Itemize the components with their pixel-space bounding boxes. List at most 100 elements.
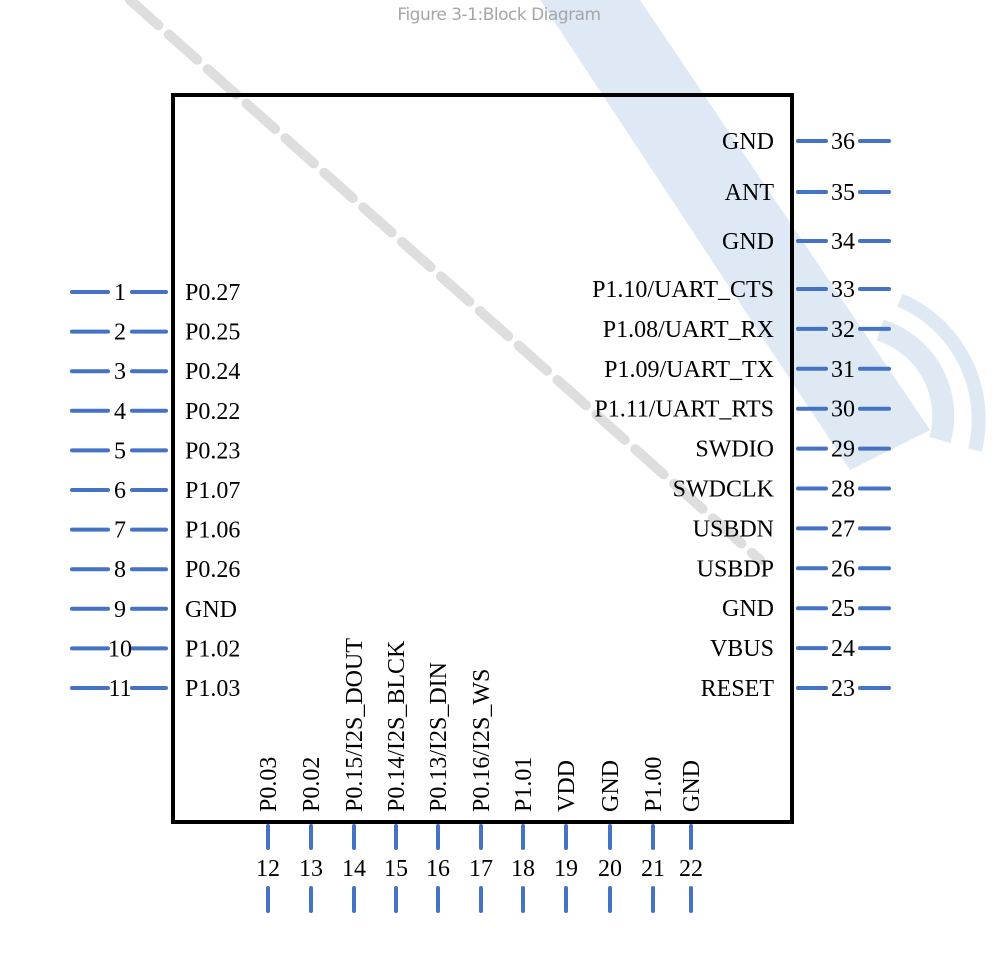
pin-number: 21 [641, 856, 665, 882]
figure-caption: Figure 3-1:Block Diagram [397, 5, 601, 25]
pin-label: P0.24 [185, 359, 240, 385]
pin-label: P1.01 [511, 757, 537, 812]
pin-label: GND [722, 229, 774, 255]
pin-number: 3 [114, 359, 126, 385]
pin-label: SWDCLK [673, 477, 775, 503]
pin-number: 24 [831, 636, 855, 662]
pin-13: 13 P0.02 [299, 757, 325, 913]
pin-label: P1.07 [185, 478, 240, 504]
pin-label: VBUS [710, 636, 774, 662]
pin-number: 33 [831, 277, 855, 303]
pin-label: P0.15/I2S_DOUT [342, 638, 368, 812]
pin-number: 20 [598, 856, 622, 882]
pin-2: 2 P0.25 [70, 320, 240, 346]
pin-label: P1.09/UART_TX [604, 357, 774, 383]
pin-25: 25 GND [722, 596, 891, 622]
pin-label: VDD [554, 760, 580, 812]
pin-number: 6 [114, 478, 126, 504]
pin-14: 14 P0.15/I2S_DOUT [342, 638, 368, 913]
pin-label: GND [679, 760, 705, 812]
watermark-logo-band [540, 0, 930, 470]
pin-label: P1.06 [185, 518, 240, 544]
pin-label: USBDN [693, 516, 774, 542]
pin-label: P0.16/I2S_WS [469, 669, 495, 812]
pin-21: 21 P1.00 [641, 757, 667, 913]
pin-19: 19 VDD [554, 760, 580, 913]
pin-34: 34 GND [722, 229, 891, 255]
pin-number: 9 [114, 597, 126, 623]
pin-number: 17 [469, 856, 493, 882]
pin-number: 16 [426, 856, 450, 882]
pin-number: 30 [831, 397, 855, 423]
pin-9: 9 GND [70, 597, 237, 623]
pin-number: 25 [831, 596, 855, 622]
pin-label: GND [722, 129, 774, 155]
pin-number: 19 [554, 856, 578, 882]
pin-26: 26 USBDP [697, 556, 891, 582]
pin-number: 28 [831, 477, 855, 503]
pin-number: 26 [831, 556, 855, 582]
pin-number: 23 [831, 676, 855, 702]
pin-number: 32 [831, 317, 855, 343]
pin-8: 8 P0.26 [70, 557, 240, 583]
pin-label: P0.14/I2S_BLCK [384, 640, 410, 812]
pin-label: P0.02 [299, 757, 325, 812]
pin-label: ANT [725, 180, 775, 206]
pin-number: 31 [831, 357, 855, 383]
pin-number: 13 [299, 856, 323, 882]
pin-number: 2 [114, 320, 126, 346]
pin-31: 31 P1.09/UART_TX [604, 357, 891, 383]
pin-7: 7 P1.06 [70, 518, 240, 544]
pin-label: P0.03 [256, 757, 282, 812]
pin-label: USBDP [697, 556, 774, 582]
pin-label: RESET [701, 676, 775, 702]
pin-label: P1.00 [641, 757, 667, 812]
pin-label: GND [185, 597, 237, 623]
pin-label: P0.13/I2S_DIN [426, 662, 452, 812]
pin-label: P1.02 [185, 636, 240, 662]
pin-30: 30 P1.11/UART_RTS [594, 397, 891, 423]
pin-32: 32 P1.08/UART_RX [603, 317, 891, 343]
pin-number: 34 [831, 229, 855, 255]
pin-label: P1.11/UART_RTS [594, 397, 774, 423]
pin-16: 16 P0.13/I2S_DIN [426, 662, 452, 913]
pin-17: 17 P0.16/I2S_WS [469, 669, 495, 913]
pin-number: 7 [114, 518, 126, 544]
pin-number: 1 [114, 280, 126, 306]
pin-label: P0.26 [185, 557, 240, 583]
pin-label: P1.08/UART_RX [603, 317, 774, 343]
watermark-logo-graphic [540, 0, 986, 470]
pin-6: 6 P1.07 [70, 478, 240, 504]
pin-number: 8 [114, 557, 126, 583]
pin-3: 3 P0.24 [70, 359, 240, 385]
pin-number: 5 [114, 438, 126, 464]
pin-number: 12 [256, 856, 280, 882]
pin-number: 36 [831, 129, 855, 155]
pin-28: 28 SWDCLK [673, 477, 891, 503]
pin-number: 15 [384, 856, 408, 882]
pin-label: P0.25 [185, 320, 240, 346]
pin-15: 15 P0.14/I2S_BLCK [384, 640, 410, 913]
pin-label: P1.03 [185, 676, 240, 702]
pin-number: 14 [342, 856, 366, 882]
pin-11: 11 P1.03 [70, 676, 240, 702]
pin-label: P0.27 [185, 280, 240, 306]
pin-number: 29 [831, 437, 855, 463]
pin-12: 12 P0.03 [256, 757, 282, 913]
pin-label: GND [722, 596, 774, 622]
pin-36: 36 GND [722, 129, 891, 155]
module-outline [171, 93, 794, 824]
pin-1: 1 P0.27 [70, 280, 240, 306]
pin-number: 11 [108, 676, 131, 702]
pin-label: P0.22 [185, 399, 240, 425]
pin-number: 27 [831, 516, 855, 542]
pin-number: 10 [108, 636, 132, 662]
